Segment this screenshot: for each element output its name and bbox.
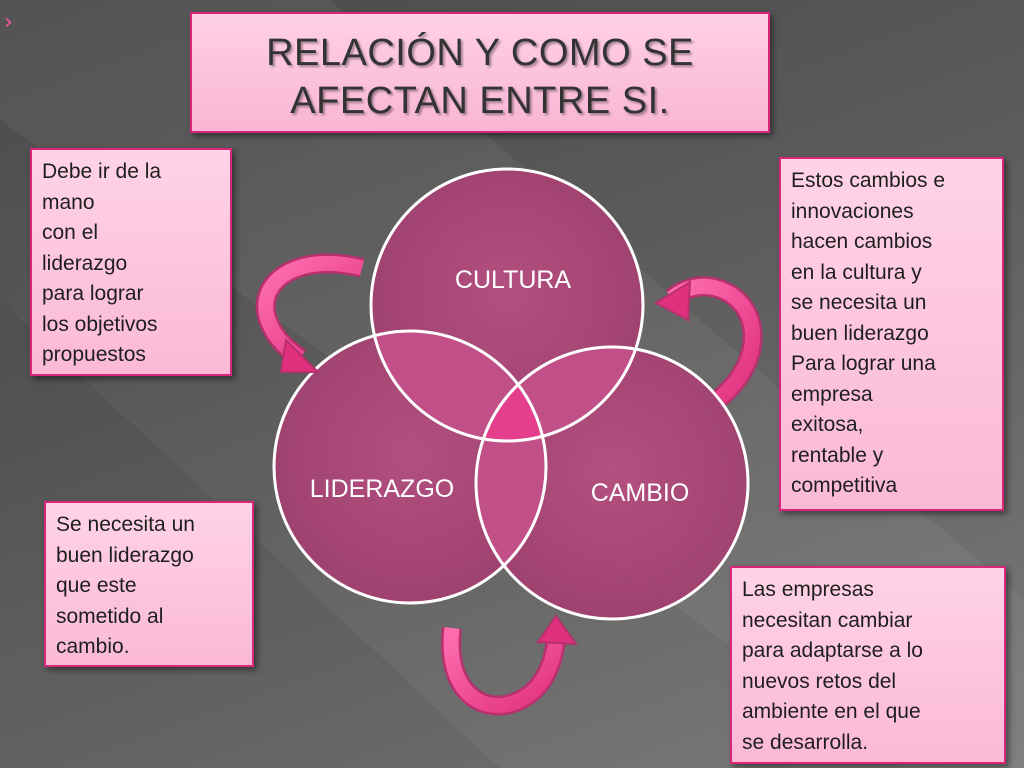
overlap-cultura-cambio [476,347,643,441]
curved-arrow-right-icon [653,276,763,406]
outline-cultura [369,167,645,443]
curved-arrow-left-icon [255,253,365,373]
label-cultura: CULTURA [455,266,572,294]
curved-arrow-bottom-icon [441,614,579,716]
title-line-2: AFECTAN ENTRE SI. [290,80,670,122]
note-top-right: Estos cambios e innovaciones hacen cambi… [779,157,1004,511]
note-bottom-left: Se necesita un buen liderazgo que este s… [44,501,254,667]
outline-cambio [474,345,750,621]
note-bottom-right: Las empresas necesitan cambiar para adap… [730,566,1006,764]
label-liderazgo: LIDERAZGO [310,475,454,503]
outline-liderazgo [272,329,548,605]
title-line-1: RELACIÓN Y COMO SE [266,32,694,74]
title-box: RELACIÓN Y COMO SE AFECTAN ENTRE SI. [190,12,770,133]
overlap-cultura-liderazgo [371,331,546,441]
label-cambio: CAMBIO [591,479,690,507]
note-top-left: Debe ir de la mano con el liderazgo para… [30,148,232,376]
slide-bullet-icon: › [4,10,13,35]
